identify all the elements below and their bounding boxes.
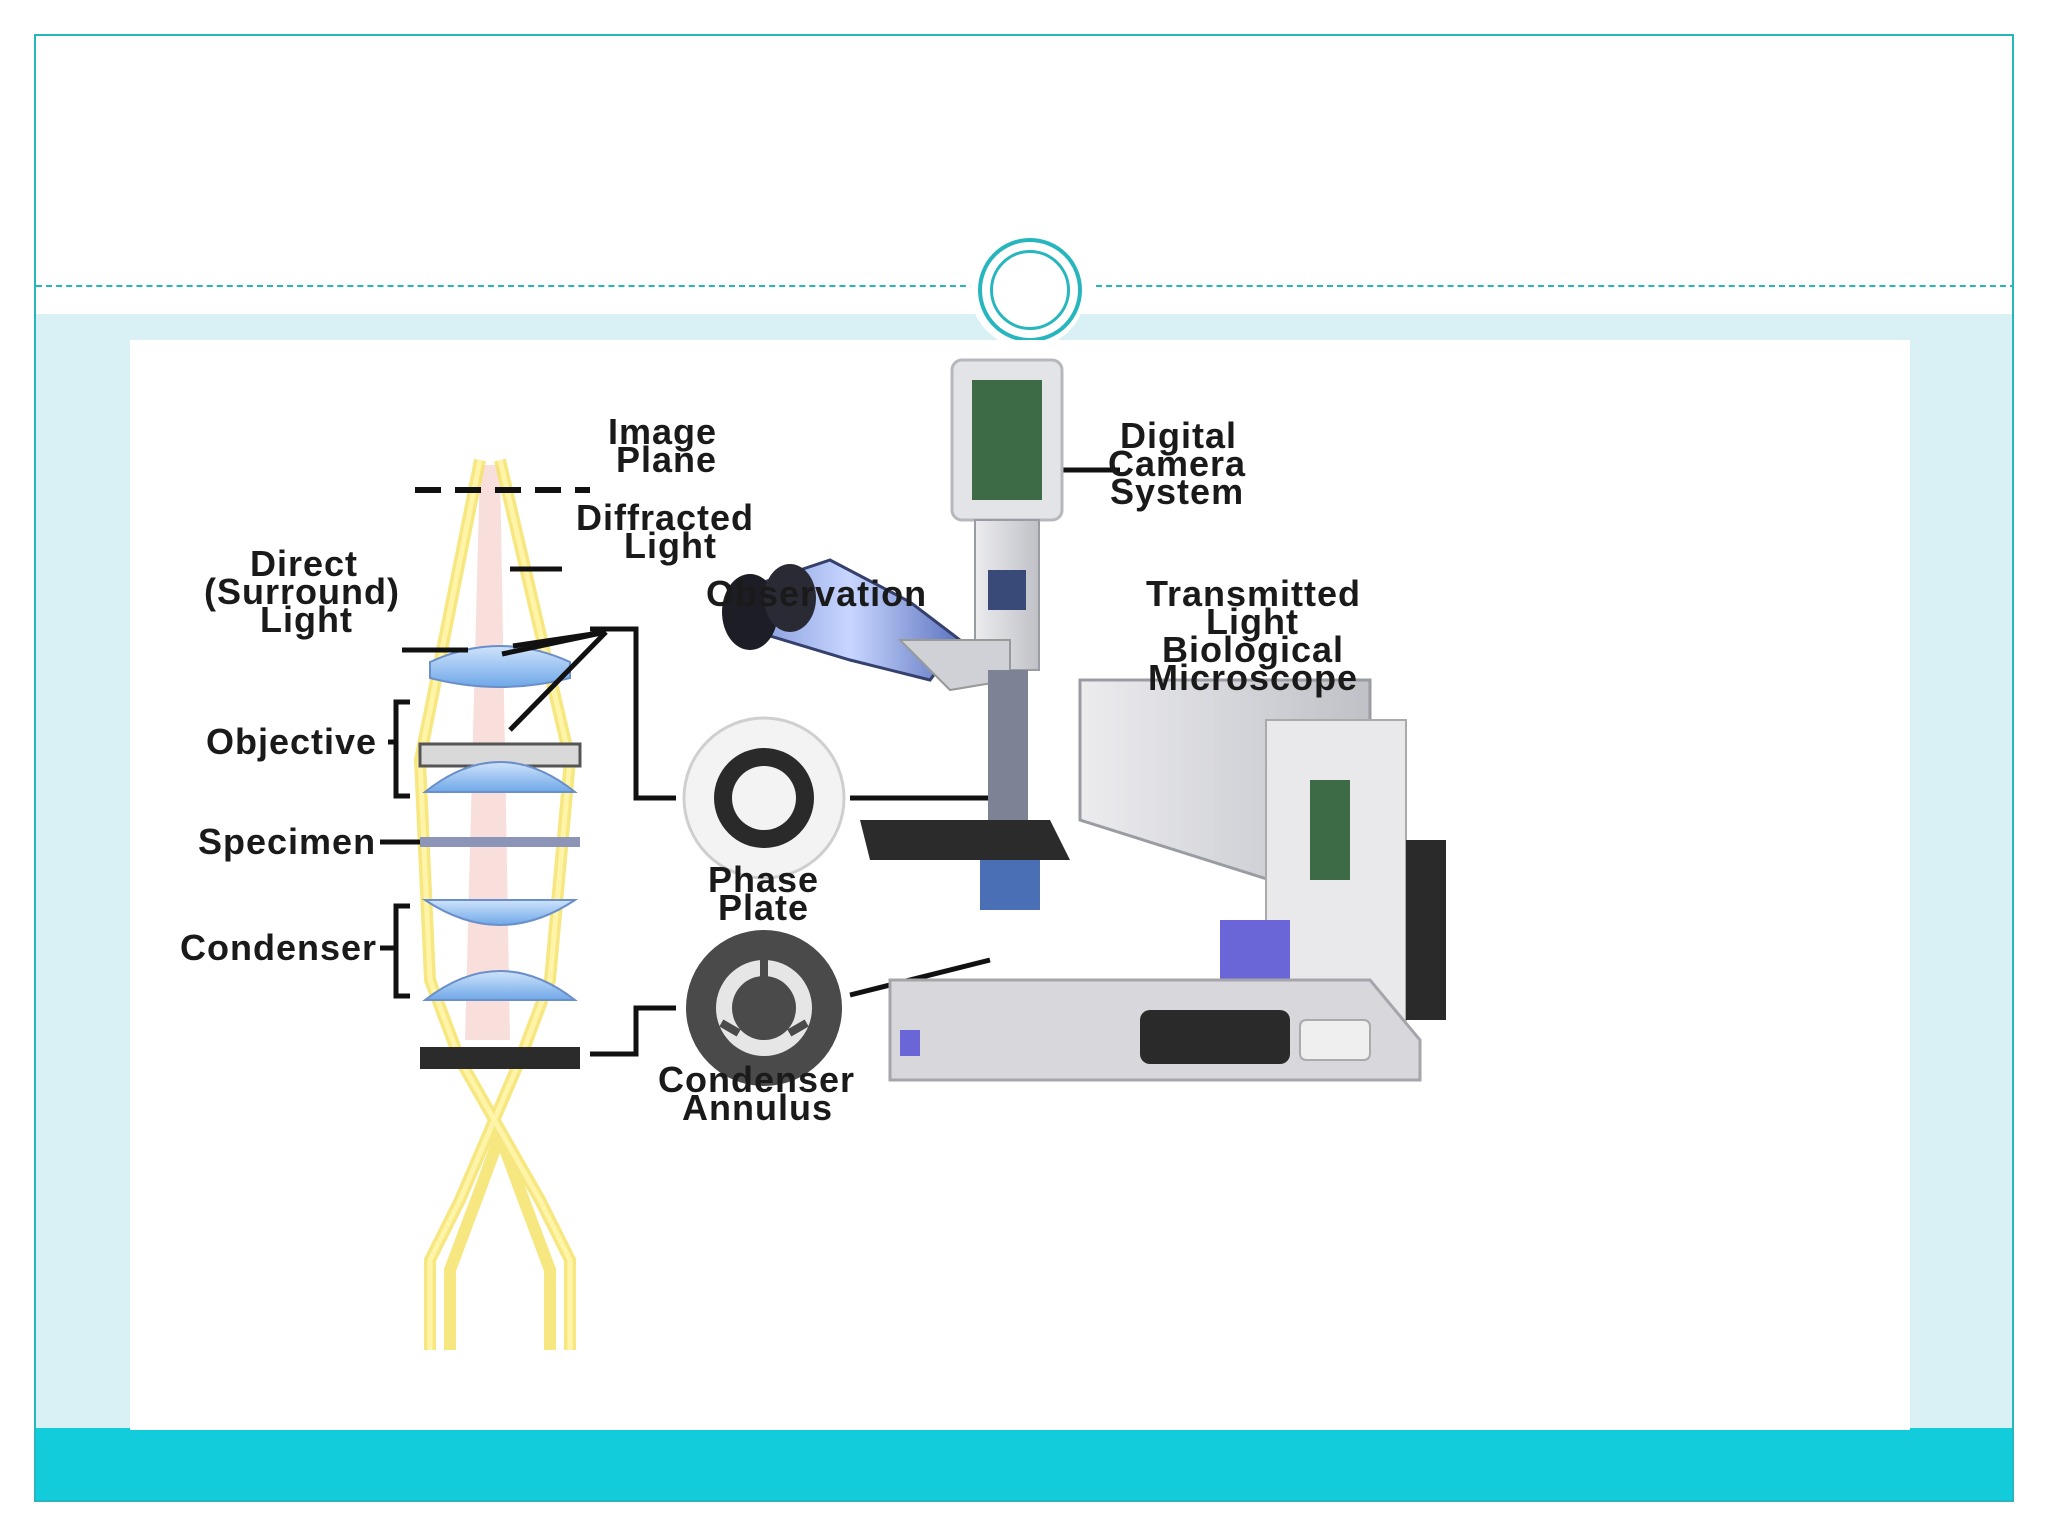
diagram-svg: Image Plane Diffracted Light Direct (Sur…: [180, 358, 1446, 1350]
phase-contrast-diagram: Image Plane Diffracted Light Direct (Sur…: [130, 340, 1910, 1430]
label-condenser-annulus-2: Annulus: [682, 1087, 833, 1128]
label-microscope-3: Biological: [1162, 629, 1344, 670]
label-digital-camera-1: Digital: [1120, 415, 1237, 456]
label-objective: Objective: [206, 721, 377, 762]
label-image-plane-2: Plane: [616, 439, 717, 480]
label-condenser: Condenser: [180, 927, 377, 968]
condenser-lens-upper: [421, 899, 579, 926]
label-observation: Observation: [706, 573, 927, 614]
objective-lens-lower: [422, 761, 578, 793]
label-direct-light-2: (Surround): [204, 571, 400, 612]
specimen-slide: [420, 837, 580, 847]
condenser-lens-lower: [422, 970, 578, 1001]
label-image-plane-1: Image: [608, 411, 717, 452]
label-direct-light-3: Light: [260, 599, 353, 640]
callout-lines: [380, 467, 1205, 1057]
condenser-annulus-disc: [686, 930, 842, 1086]
label-digital-camera-2: Camera: [1108, 443, 1246, 484]
label-diffracted-light-2: Light: [624, 525, 717, 566]
label-microscope-4: Microscope: [1148, 657, 1358, 698]
diagram-labels: Image Plane Diffracted Light Direct (Sur…: [180, 411, 1361, 1128]
light-path-schematic: [413, 458, 590, 1350]
slide: Image Plane Diffracted Light Direct (Sur…: [34, 34, 2014, 1502]
control-panel: [1220, 920, 1290, 980]
title-divider-right: [1096, 285, 2012, 287]
annulus-plate: [420, 1047, 580, 1069]
label-direct-light-1: Direct: [250, 543, 358, 584]
divider-ring-ornament: [978, 238, 1082, 342]
label-diffracted-light-1: Diffracted: [576, 497, 754, 538]
stage: [860, 820, 1070, 860]
label-specimen: Specimen: [198, 821, 376, 862]
footer-band: [36, 1428, 2012, 1500]
label-phase-plate-2: Plate: [718, 887, 809, 928]
camera-circuit: [972, 380, 1042, 500]
eyepiece-right: [764, 564, 816, 632]
phase-plate-disc: [682, 716, 846, 880]
condenser-unit: [980, 860, 1040, 910]
label-digital-camera-3: System: [1110, 471, 1244, 512]
eyepiece-left: [722, 574, 778, 650]
label-phase-plate-1: Phase: [708, 859, 819, 900]
microscope-illustration: [722, 358, 1446, 1082]
label-microscope-1: Transmitted: [1146, 573, 1361, 614]
label-condenser-annulus-1: Condenser: [658, 1059, 855, 1100]
label-microscope-2: Light: [1206, 601, 1299, 642]
title-divider-left: [36, 285, 976, 287]
